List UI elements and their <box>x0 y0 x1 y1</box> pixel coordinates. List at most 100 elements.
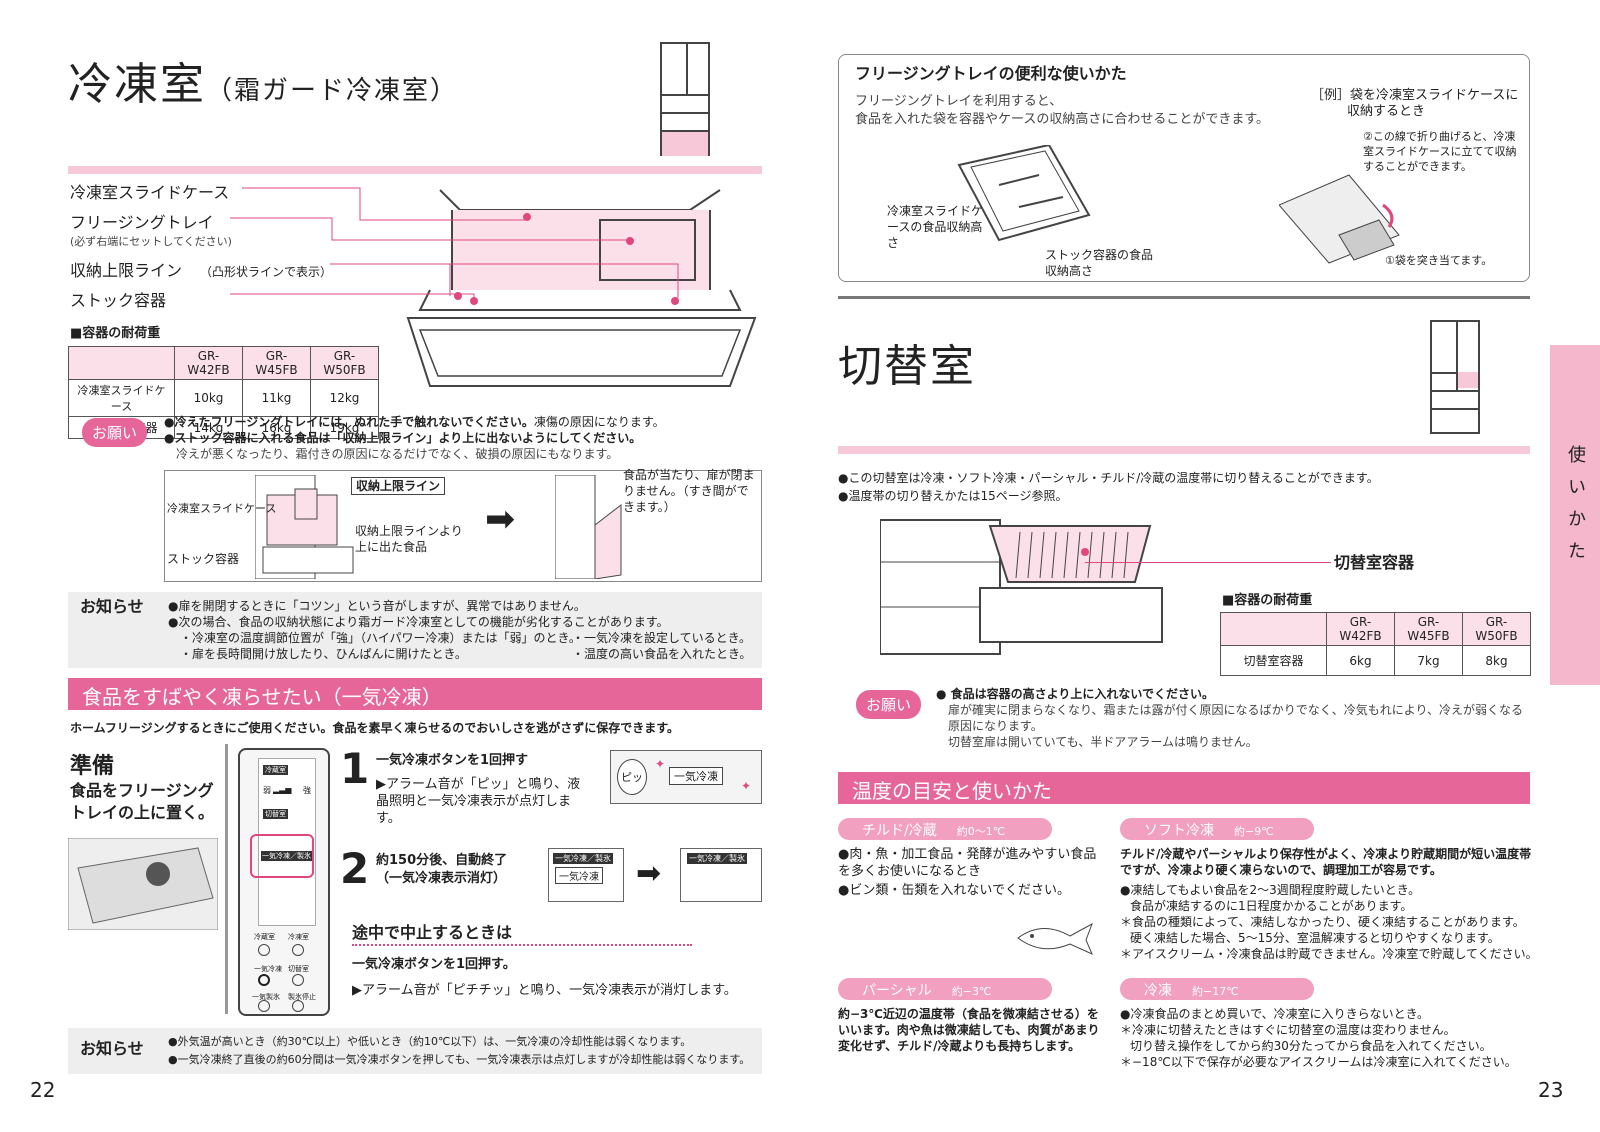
side-tab-label: 使いかた <box>1565 445 1586 573</box>
pill-name: チルド/冷蔵 <box>862 823 937 839</box>
step1-body: ▶アラーム音が「ピッ」と鳴り、液晶照明と一気冷凍表示が点灯します。 <box>376 777 581 826</box>
freezer-title: 冷凍室 <box>68 59 206 110</box>
panel-label-strong: 強 <box>303 786 311 795</box>
table-cell: 冷凍室スライドケース <box>68 379 175 417</box>
pill-range: 約−17℃ <box>1192 985 1239 998</box>
notice-box: お知らせ ●外気温が高いとき（約30℃以上）や低いとき（約10℃以下）は、一気冷… <box>68 1028 762 1074</box>
diagram-label-stock: ストック容器 <box>167 552 240 566</box>
sparkle-icon: ✦ <box>741 779 752 793</box>
label-limit-line-note: （凸形状ラインで表示） <box>200 265 333 279</box>
section-rule <box>838 446 1530 454</box>
door-open-illustration <box>555 475 622 579</box>
pill-soft: ソフト冷凍約−9℃ <box>1120 818 1314 840</box>
lcd-before: 一気冷凍／製氷 一気冷凍 <box>548 848 624 902</box>
onegai-line: ●冷えたフリージングトレイには、ぬれた手で触れないでください。 <box>164 415 534 429</box>
fridge-position-icon <box>660 42 710 156</box>
chilled-text: ●ビン類・缶類を入れないでください。 <box>838 883 1070 898</box>
quick-ice-button[interactable] <box>258 1000 270 1012</box>
panel-display: 冷蔵室 弱 ▂▃▅ 強 切替室 一気冷凍／製氷 <box>258 758 316 926</box>
diagram-label-limit: 収納上限ライン <box>351 477 446 495</box>
freezer-button[interactable] <box>292 944 304 956</box>
prep-title: 準備 <box>70 754 115 779</box>
panel-btn-label: 製氷停止 <box>288 993 316 1001</box>
chilled-text: ●肉・魚・加工食品・発酵が進みやすい食品を多くお使いになるとき <box>838 847 1097 879</box>
section-title-temperature: 温度の目安と使いかた <box>838 772 1530 804</box>
onegai-badge: お願い <box>82 418 148 447</box>
panel-label-weak: 弱 <box>263 786 271 795</box>
panel-btn-label: 一気製氷 <box>252 993 280 1001</box>
lcd-top-label: 一気冷凍／製氷 <box>553 853 613 864</box>
soft-text: ●凍結してもよい食品を2～3週間程度貯蔵したいとき。 <box>1120 883 1421 897</box>
pill-partial: パーシャル 約−3℃ <box>838 978 1052 1000</box>
tray-photo <box>68 838 218 930</box>
freeze-text: ＊冷凍に切替えたときはすぐに切替室の温度は変わりません。 <box>1120 1023 1456 1037</box>
table-header: GR-W42FB <box>1326 612 1395 646</box>
notice-line: ●一気冷凍終了直後の約60分間は一気冷凍ボタンを押しても、一気冷凍表示は点灯しま… <box>168 1053 751 1066</box>
fold-note: ②この線で折り曲げると、冷凍室スライドケースに立てて収納することができます。 <box>1363 130 1517 173</box>
table-header: GR-W50FB <box>1462 612 1531 646</box>
height-label-b: ストック容器の食品収納高さ <box>1045 248 1154 278</box>
table-header <box>1220 612 1327 646</box>
side-tab: 使いかた <box>1550 345 1600 685</box>
control-panel: 冷蔵室 弱 ▂▃▅ 強 切替室 一気冷凍／製氷 冷蔵室 冷凍室 一気冷凍 切替室… <box>238 748 330 1016</box>
table-cell: 10kg <box>174 379 243 417</box>
lcd-after: 一気冷凍／製氷 <box>680 848 762 902</box>
arrow-right-icon: ➡ <box>485 499 516 540</box>
onegai-line: ●ストック容器に入れる食品は「収納上限ライン」より上に出ないようにしてください。 <box>164 431 642 445</box>
fridge-button[interactable] <box>258 944 270 956</box>
freezer-subtitle: （霜ガード冷凍室） <box>206 76 459 106</box>
lcd-quick-label: 一気冷凍 <box>555 867 603 884</box>
table-header: GR-W42FB <box>174 346 243 380</box>
onegai-line-note: 冷えが悪くなったり、霜付きの原因になるだけでなく、破損の原因にもなります。 <box>176 447 619 461</box>
switch-bullet: ●温度帯の切り替えかたは15ページ参照。 <box>838 489 1068 503</box>
quick-freeze-lead: ホームフリージングするときにご使用ください。食品を素早く凍らせるのでおいしさを逃… <box>70 721 680 735</box>
load-title: ■容器の耐荷重 <box>70 326 161 341</box>
table-cell: 切替室容器 <box>1220 645 1327 676</box>
callout-line <box>1085 562 1331 563</box>
table-cell: 8kg <box>1462 645 1531 676</box>
switch-room-button[interactable] <box>292 974 304 986</box>
onegai-line: ● 食品は容器の高さより上に入れないでください。 <box>936 687 1215 701</box>
panel-label-mode: 切替室 <box>263 809 288 819</box>
drawer-cross-section <box>255 475 354 579</box>
soft-text: ＊食品の種類によって、凍結しなかったり、硬く凍結することがあります。 <box>1120 915 1525 929</box>
table-cell: 14kg <box>174 416 243 439</box>
table-cell: 6kg <box>1326 645 1395 676</box>
divider <box>838 296 1530 299</box>
table-header: GR-W50FB <box>310 346 379 380</box>
signal-bars-icon: ▂▃▅ <box>273 785 292 794</box>
quick-freeze-button[interactable] <box>258 974 270 986</box>
container-label: 切替室容器 <box>1334 553 1415 572</box>
ice-stop-button[interactable] <box>292 1000 304 1012</box>
pill-range: 約0～1℃ <box>956 825 1006 838</box>
notice-box: お知らせ ●扉を開閉するときに「コツン」という音がしますが、異常ではありません。… <box>68 592 762 668</box>
step-number: 2 <box>340 844 370 893</box>
lcd-quick-freeze: 一気冷凍 <box>669 767 723 785</box>
page-number-left: 22 <box>30 1078 56 1102</box>
label-freezing-tray: フリージングトレイ <box>70 213 214 232</box>
diagram-label-slide-case: 冷凍室スライドケース <box>167 502 277 515</box>
switch-room-illustration <box>880 519 1163 655</box>
notice-line: ・冷凍室の温度調節位置が「強」（ハイパワー冷凍）または「弱」のとき。 <box>180 631 581 645</box>
height-label-a: 冷凍室スライドケースの食品収納高さ <box>887 204 984 250</box>
label-stock: ストック容器 <box>70 291 167 310</box>
onegai-text: ●冷えたフリージングトレイには、ぬれた手で触れないでください。凍傷の原因になりま… <box>164 414 754 462</box>
step2-sub: （一気冷凍表示消灯） <box>376 871 507 886</box>
prep-text: 食品をフリージングトレイの上に置く。 <box>70 781 215 822</box>
stop-title: 途中で中止するときは <box>352 922 692 946</box>
freeze-text: 切り替え操作をしてから約30分たってから食品を入れてください。 <box>1130 1039 1492 1053</box>
pill-chilled: チルド/冷蔵 約0～1℃ <box>838 818 1052 840</box>
freezer-drawer-illustration <box>230 187 757 387</box>
pill-range: 約−3℃ <box>951 985 992 998</box>
example-text: ［例］袋を冷凍室スライドケースに <box>1311 88 1519 103</box>
beep-display: ピッ 一気冷凍 ✦ ✦ <box>610 750 762 804</box>
panel-btn-label: 一気冷凍 <box>254 965 282 973</box>
step-number: 1 <box>340 744 370 793</box>
switch-bullet: ●この切替室は冷凍・ソフト冷凍・パーシャル・チルド/冷蔵の温度帯に切り替えること… <box>838 471 1379 485</box>
section-rule <box>68 166 762 174</box>
tray-box-text: 食品を入れた袋を容器やケースの収納高さに合わせることができます。 <box>855 112 1270 127</box>
pill-name: パーシャル <box>862 983 932 999</box>
tray-box-title: フリージングトレイの便利な使いかた <box>855 64 1127 83</box>
soft-text: 硬く凍結した場合、5～15分、室温解凍すると切りやすくなります。 <box>1130 931 1500 945</box>
onegai-line-note: 凍傷の原因になります。 <box>533 415 665 429</box>
